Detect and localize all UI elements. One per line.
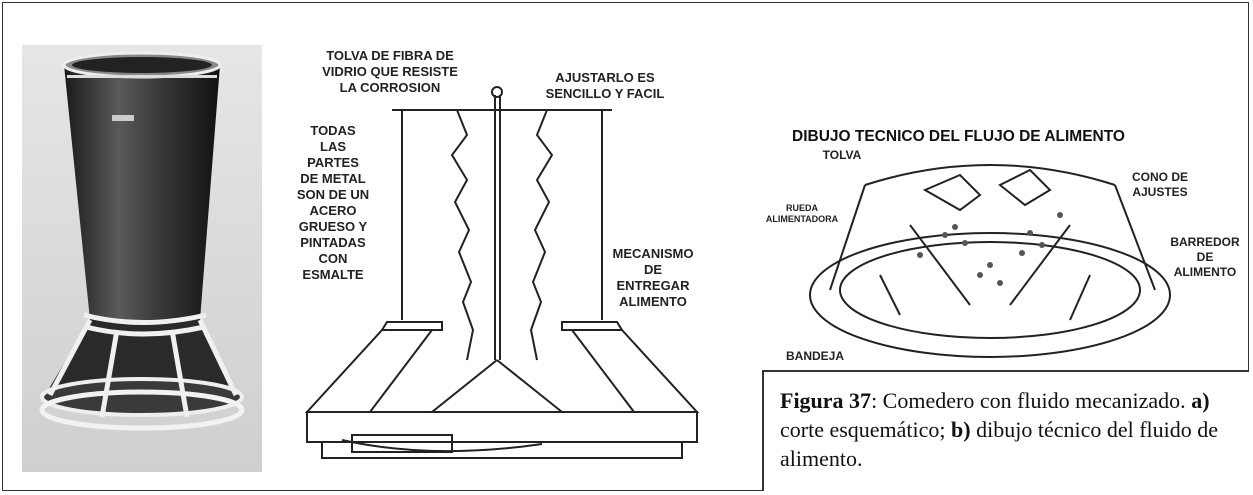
label-mecanismo: MECANISMO DE ENTREGAR ALIMENTO	[612, 246, 694, 309]
caption-text-3: dibujo técnico del fluido de alimento.	[780, 417, 1219, 471]
caption-text-2: corte esquemático;	[780, 417, 952, 442]
label-tolva: TOLVA	[822, 148, 862, 162]
feeder-photo	[22, 45, 262, 472]
label-cono-ajustes: CONO DE AJUSTES	[1131, 170, 1188, 199]
diagram-b-title: DIBUJO TECNICO DEL FLUJO DE ALIMENTO	[792, 128, 1125, 145]
caption-text-1: : Comedero con fluido mecanizado.	[871, 388, 1192, 413]
technical-flow-diagram	[809, 164, 1171, 358]
label-barredor: BARREDOR DE ALIMENTO	[1170, 235, 1240, 279]
label-rueda-alimentadora: RUEDA ALIMENTADORA	[765, 203, 839, 224]
label-ajustarlo: AJUSTARLO ES SENCILLO Y FACIL	[545, 70, 665, 101]
schematic-cut-diagram	[304, 86, 700, 459]
figure-caption: Figura 37: Comedero con fluido mecanizad…	[762, 370, 1249, 491]
label-partes-metal: TODAS LAS PARTES DE METAL SON DE UN ACER…	[296, 123, 370, 282]
label-tolva-fibra: TOLVA DE FIBRA DE VIDRIO QUE RESISTE LA …	[322, 48, 458, 95]
caption-part-a: a)	[1191, 388, 1210, 413]
caption-figure-label: Figura 37	[780, 388, 872, 413]
label-bandeja: BANDEJA	[785, 349, 844, 363]
caption-part-b: b)	[951, 417, 971, 442]
